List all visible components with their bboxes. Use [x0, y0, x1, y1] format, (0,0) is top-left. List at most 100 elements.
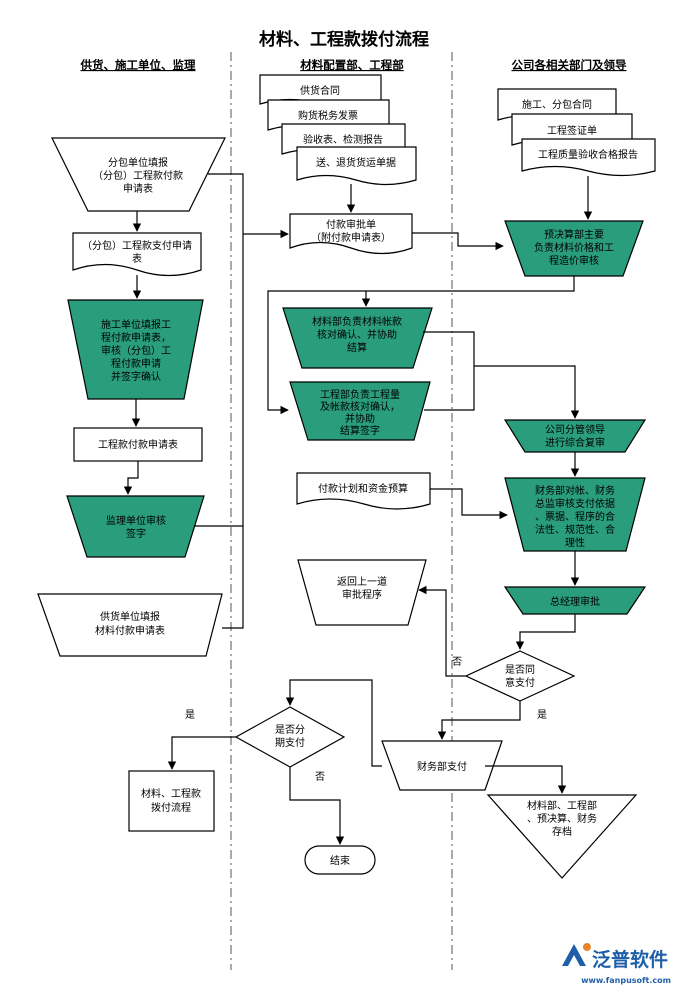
doc-quality-report — [521, 138, 656, 177]
supplier-fill-line-1: 供货单位填报 — [100, 610, 160, 623]
logo-name: 泛普软件 — [592, 948, 668, 971]
doc-work-cert-label: 工程签证单 — [547, 124, 597, 137]
contractor-fill-line-3: 审核（分包）工 — [101, 344, 171, 357]
engineering-dept-line-1: 工程部负责工程量 — [320, 388, 400, 401]
node-contractor-fill: 施工单位填报工 程付款申请表， 审核（分包）工 程付款申请 并签字确认 — [67, 299, 204, 400]
agree-pay-line-1: 是否同 — [505, 664, 535, 676]
sub-apply-line-1: 分包单位填报 — [108, 156, 168, 169]
budget-dept-line-1: 预决算部主要 — [544, 228, 604, 241]
node-finance-review: 财务部对帐、财务 总监审核支付依据 、票据、程序的合 法性、规范性、合 理性 — [504, 477, 646, 552]
lane-header-suppliers: 供货、施工单位、监理 — [80, 58, 196, 72]
doc-supply-contract-label: 供货合同 — [300, 84, 340, 97]
finance-review-line-3: 、票据、程序的合 — [535, 510, 615, 523]
node-sub-pay-form: （分包）工程款支付申请 表 — [72, 232, 202, 277]
sub-apply-line-2: （分包）工程款付款 — [93, 169, 183, 182]
label-install-yes: 是 — [185, 709, 195, 721]
finance-pay-label: 财务部支付 — [417, 760, 467, 773]
leader-review-line-2: 进行综合复审 — [545, 436, 605, 449]
engineering-dept-line-3: 并协助 — [345, 412, 375, 425]
contractor-fill-line-2: 程付款申请表， — [101, 331, 171, 344]
leader-review-line-1: 公司分管领导 — [545, 423, 605, 436]
flow-ref-line-2: 拨付流程 — [151, 801, 191, 814]
pay-approval-form-line-1: 付款审批单 — [326, 218, 376, 231]
engineering-dept-line-2: 及帐款核对确认， — [320, 400, 400, 413]
node-pay-plan: 付款计划和资金预算 — [296, 472, 431, 510]
finance-review-line-5: 理性 — [565, 536, 585, 549]
return-prev-line-1: 返回上一道 — [337, 575, 387, 588]
node-gm-approval: 总经理审批 — [503, 586, 647, 615]
doc-purchase-invoice-label: 购货税务发票 — [298, 109, 358, 122]
gm-approval-label: 总经理审批 — [550, 595, 600, 608]
doc-acceptance-label: 验收表、检测报告 — [303, 133, 383, 146]
node-engineering-dept: 工程部负责工程量 及帐款核对确认， 并协助 结算签字 — [289, 381, 431, 441]
node-budget-dept: 预决算部主要 负责材料价格和工 程造价审核 — [504, 220, 644, 277]
node-agree-decision: 是否同 意支付 — [464, 650, 576, 702]
material-dept-line-1: 材料部负责材料帐款 — [312, 315, 402, 328]
node-return-prev: 返回上一道 审批程序 — [297, 559, 427, 626]
contractor-fill-line-4: 程付款申请 — [111, 357, 161, 370]
material-dept-line-2: 核对确认、并协助 — [317, 328, 397, 341]
logo-mark-icon — [562, 943, 591, 966]
finance-review-line-2: 总监审核支付依据 — [535, 497, 615, 510]
installment-line-2: 期支付 — [275, 736, 305, 749]
node-installment-decision: 是否分 期支付 — [234, 706, 346, 768]
lane-header-material-engineering: 材料配置部、工程部 — [300, 58, 404, 72]
edge-budget-to-engineering — [267, 290, 366, 415]
edge-pay-to-archive — [485, 765, 567, 794]
node-end: 结束 — [304, 845, 376, 875]
document-stack-material: 供货合同 购货税务发票 验收表、检测报告 送、退货货运单据 — [259, 74, 417, 186]
edge-agree-no — [418, 585, 466, 677]
edge-material-engineering-link — [423, 331, 475, 411]
node-pay-approval-form: 付款审批单 （附付款申请表） — [289, 213, 413, 255]
finance-review-line-1: 财务部对帐、财务 — [535, 484, 615, 497]
label-agree-yes: 是 — [537, 709, 547, 721]
budget-dept-line-3: 程造价审核 — [549, 254, 599, 267]
node-finance-pay: 财务部支付 — [381, 740, 503, 791]
pay-plan-label: 付款计划和资金预算 — [318, 482, 408, 495]
edge-plan-to-finance — [430, 488, 508, 520]
doc-quality-report-label: 工程质量验收合格报告 — [538, 148, 638, 161]
node-flow-ref: 材料、工程款 拨付流程 — [128, 770, 215, 832]
page-title: 材料、工程款拨付流程 — [259, 29, 429, 50]
label-install-no: 否 — [315, 771, 325, 783]
node-leader-review: 公司分管领导 进行综合复审 — [503, 419, 647, 453]
edge-gm-to-agree — [515, 614, 576, 650]
sub-pay-form-line-2: 表 — [132, 252, 142, 265]
supervisor-review-line-1: 监理单位审核 — [106, 514, 166, 527]
doc-construction-contract-label: 施工、分包合同 — [522, 98, 592, 111]
lane-header-company-departments: 公司各相关部门及领导 — [512, 58, 627, 72]
sub-pay-form-line-1: （分包）工程款支付申请 — [82, 239, 192, 252]
edge-left-collector — [208, 173, 244, 629]
edge-pay-to-installment — [285, 679, 382, 767]
node-project-pay-form: 工程款付款申请表 — [73, 427, 203, 462]
installment-line-1: 是否分 — [275, 724, 305, 736]
end-label: 结束 — [330, 854, 350, 867]
edge-install-no — [289, 767, 345, 845]
edge-approval-to-budget — [412, 232, 504, 251]
label-agree-no: 否 — [452, 656, 462, 668]
engineering-dept-line-4: 结算签字 — [340, 424, 380, 437]
budget-dept-line-2: 负责材料价格和工 — [534, 241, 614, 254]
agree-pay-line-2: 意支付 — [505, 676, 535, 689]
edge-project-form-to-supervisor — [123, 461, 139, 495]
archive-line-2: 、预决算、财务 — [527, 812, 597, 825]
finance-review-line-4: 法性、规范性、合 — [535, 523, 615, 536]
supervisor-review-line-2: 签字 — [126, 527, 146, 540]
node-supplier-fill: 供货单位填报 材料付款申请表 — [37, 593, 223, 657]
logo-url: www.fanpusoft.com — [581, 976, 671, 985]
doc-delivery — [296, 146, 417, 186]
doc-delivery-label: 送、退货货运单据 — [316, 156, 396, 169]
flow-ref-line-1: 材料、工程款 — [141, 787, 201, 800]
node-material-dept: 材料部负责材料帐款 核对确认、并协助 结算 — [282, 307, 433, 369]
edge-install-yes — [167, 736, 236, 770]
connectors — [123, 173, 593, 845]
edge-to-leader — [474, 365, 580, 419]
brand-logo: 泛普软件 www.fanpusoft.com — [562, 943, 671, 985]
edge-budget-to-material — [361, 276, 575, 307]
sub-apply-line-3: 申请表 — [123, 182, 153, 195]
edge-agree-yes — [437, 701, 521, 740]
node-sub-apply: 分包单位填报 （分包）工程款付款 申请表 — [51, 137, 226, 212]
material-dept-line-3: 结算 — [347, 341, 367, 354]
archive-line-1: 材料部、工程部 — [527, 799, 597, 812]
return-prev-line-2: 审批程序 — [342, 588, 382, 601]
